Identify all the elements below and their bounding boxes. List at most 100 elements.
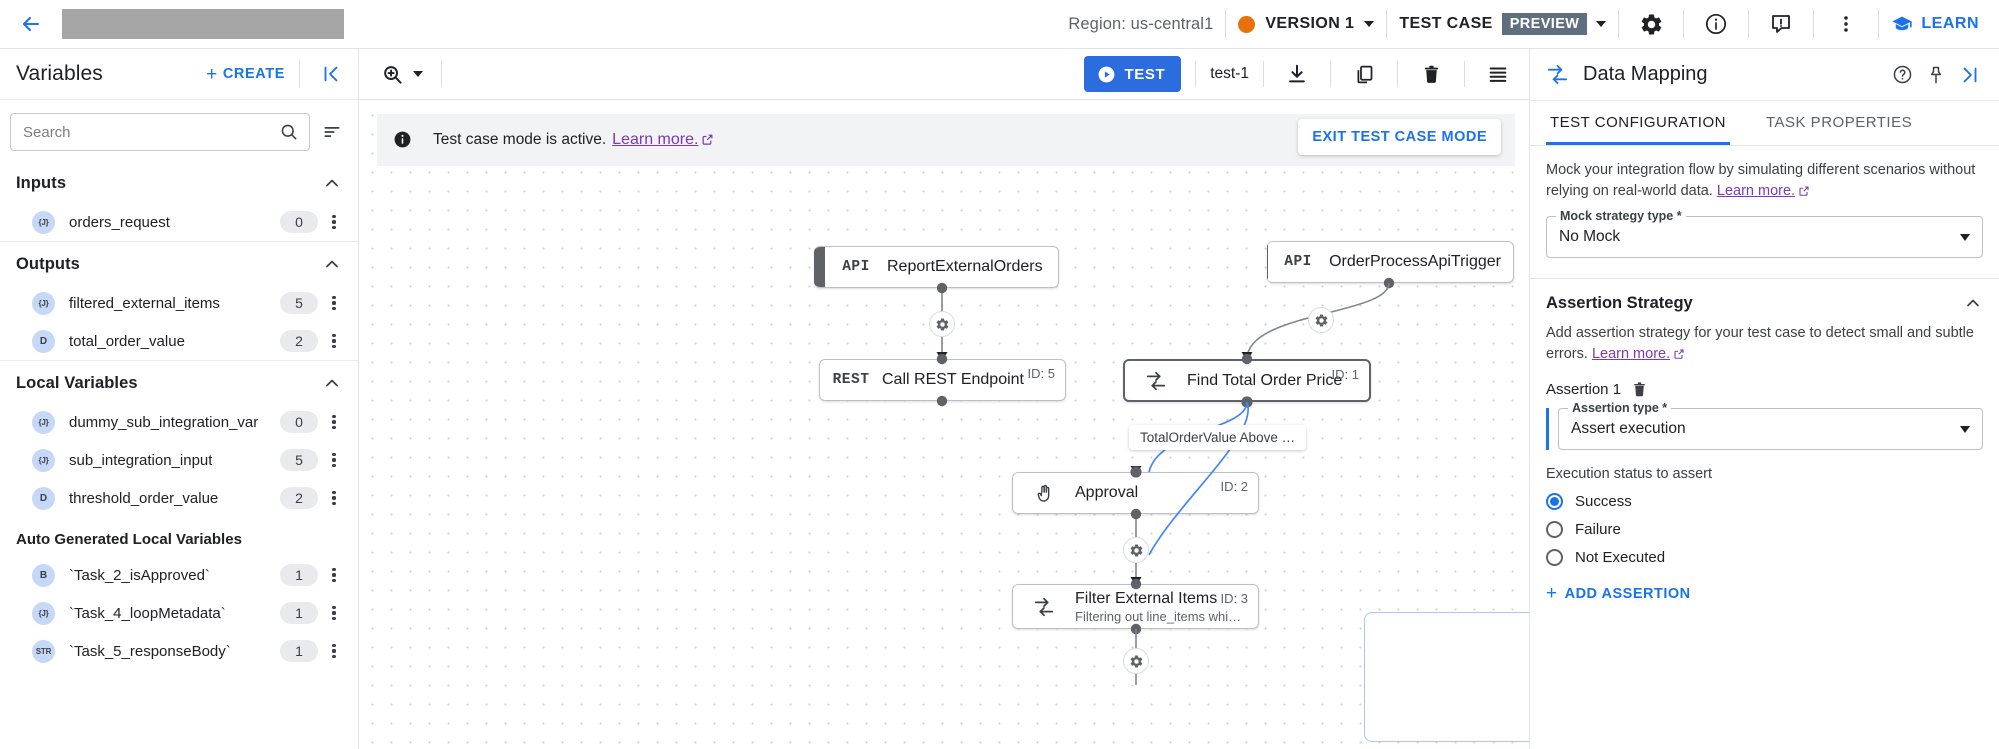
section-header-local-variables[interactable]: Local Variables <box>0 361 358 403</box>
radio-option-success[interactable]: Success <box>1546 493 1983 511</box>
help-icon[interactable] <box>1885 58 1919 92</box>
node-find-total-order-price[interactable]: Find Total Order Price ID: 1 <box>1123 359 1371 402</box>
selected-region-card[interactable] <box>1364 612 1529 742</box>
node-report-external-orders[interactable]: API ReportExternalOrders <box>814 246 1059 288</box>
data-mapping-icon <box>1125 370 1187 392</box>
list-item[interactable]: {J} sub_integration_input 5 <box>0 441 358 479</box>
version-selector[interactable]: VERSION 1 <box>1238 15 1375 33</box>
test-button[interactable]: TEST <box>1084 56 1182 92</box>
node-body: OrderProcessApiTrigger <box>1329 253 1513 271</box>
list-item[interactable]: {J} orders_request 0 <box>0 203 358 241</box>
search-box[interactable] <box>10 113 310 151</box>
node-id-label: ID: 3 <box>1220 591 1248 606</box>
trash-icon[interactable] <box>1631 381 1648 398</box>
gear-icon[interactable] <box>1631 4 1671 44</box>
row-more-icon[interactable] <box>322 291 346 315</box>
search-input[interactable] <box>23 123 279 141</box>
divider <box>1330 61 1331 87</box>
back-arrow-icon[interactable] <box>14 7 48 41</box>
mock-learn-more-link[interactable]: Learn more. <box>1717 183 1810 199</box>
edge-gear-icon[interactable] <box>1123 537 1149 563</box>
test-case-name[interactable]: test-1 <box>1210 65 1249 82</box>
variable-name: sub_integration_input <box>69 451 213 469</box>
list-item[interactable]: B `Task_2_isApproved` 1 <box>0 556 358 594</box>
section-title: Inputs <box>16 173 67 192</box>
tab-task-properties[interactable]: TASK PROPERTIES <box>1765 114 1913 131</box>
variables-section-inputs: Inputs {J} orders_request 0 <box>0 161 358 242</box>
preview-badge: PREVIEW <box>1501 13 1588 35</box>
canvas-toolbar: TEST test-1 <box>359 49 1529 100</box>
banner-text: Test case mode is active. <box>433 131 607 148</box>
assertion-row-header: Assertion 1 <box>1546 381 1983 398</box>
assertion-learn-more-link[interactable]: Learn more. <box>1592 346 1685 362</box>
list-icon[interactable] <box>1479 55 1517 93</box>
row-more-icon[interactable] <box>322 210 346 234</box>
exit-test-case-mode-button[interactable]: EXIT TEST CASE MODE <box>1298 119 1501 155</box>
test-case-label: TEST CASE <box>1399 15 1493 32</box>
mock-strategy-select[interactable]: Mock strategy type * No Mock <box>1546 209 1983 259</box>
chevron-up-icon <box>1963 293 1983 313</box>
banner-learn-more-link[interactable]: Learn more. <box>612 131 714 149</box>
sort-icon[interactable] <box>318 118 346 146</box>
chevron-down-icon <box>1960 425 1970 433</box>
zoom-control[interactable] <box>377 63 427 86</box>
feedback-icon[interactable] <box>1761 4 1801 44</box>
section-title: Local Variables <box>16 373 138 392</box>
download-icon[interactable] <box>1278 55 1316 93</box>
chevron-down-icon <box>413 71 423 77</box>
section-header-outputs[interactable]: Outputs <box>0 242 358 284</box>
variable-count: 1 <box>280 640 318 662</box>
list-item[interactable]: {J} filtered_external_items 5 <box>0 284 358 322</box>
canvas-column: TEST test-1 <box>359 49 1529 749</box>
variables-list[interactable]: Inputs {J} orders_request 0 <box>0 161 358 749</box>
add-assertion-button[interactable]: + ADD ASSERTION <box>1546 584 1691 603</box>
list-item[interactable]: {J} dummy_sub_integration_var 0 <box>0 403 358 441</box>
row-more-icon[interactable] <box>322 410 346 434</box>
assertion-strategy-header[interactable]: Assertion Strategy <box>1546 293 1983 313</box>
row-more-icon[interactable] <box>322 639 346 663</box>
edge-gear-icon[interactable] <box>1123 648 1149 674</box>
node-filter-external-items[interactable]: Filter External Items Filtering out line… <box>1012 584 1259 629</box>
variable-name: orders_request <box>69 213 170 231</box>
delete-icon[interactable] <box>1412 55 1450 93</box>
row-more-icon[interactable] <box>322 601 346 625</box>
section-header-inputs[interactable]: Inputs <box>0 161 358 203</box>
radio-label: Not Executed <box>1575 549 1666 567</box>
pin-icon[interactable] <box>1919 58 1953 92</box>
radio-option-failure[interactable]: Failure <box>1546 521 1983 539</box>
create-variable-button[interactable]: + CREATE <box>206 65 285 84</box>
workflow-canvas[interactable]: Test case mode is active. Learn more. EX… <box>359 100 1529 749</box>
row-more-icon[interactable] <box>322 563 346 587</box>
list-item[interactable]: D threshold_order_value 2 <box>0 479 358 517</box>
row-more-icon[interactable] <box>322 448 346 472</box>
assertion-type-select[interactable]: Assertion type * Assert execution <box>1558 401 1983 451</box>
play-icon <box>1097 65 1116 84</box>
node-call-rest-endpoint[interactable]: REST Call REST Endpoint ID: 5 <box>819 359 1066 401</box>
copy-icon[interactable] <box>1345 55 1383 93</box>
list-item[interactable]: {J} `Task_4_loopMetadata` 1 <box>0 594 358 632</box>
info-icon[interactable] <box>1696 4 1736 44</box>
node-order-process-api-trigger[interactable]: API OrderProcessApiTrigger <box>1267 241 1514 283</box>
collapse-left-icon[interactable] <box>314 57 348 91</box>
collapse-right-icon[interactable] <box>1953 58 1987 92</box>
edge-gear-icon[interactable] <box>929 311 955 337</box>
divider <box>441 61 442 87</box>
section-title: Outputs <box>16 254 80 273</box>
row-more-icon[interactable] <box>322 486 346 510</box>
divider <box>1530 278 1999 280</box>
divider <box>1263 61 1264 87</box>
node-approval[interactable]: Approval ID: 2 <box>1012 472 1259 514</box>
learn-icon <box>1892 16 1913 31</box>
tab-test-configuration[interactable]: TEST CONFIGURATION <box>1546 101 1730 145</box>
edge-gear-icon[interactable] <box>1308 307 1334 333</box>
learn-button[interactable]: LEARN <box>1891 13 1985 35</box>
row-more-icon[interactable] <box>322 329 346 353</box>
list-item[interactable]: STR `Task_5_responseBody` 1 <box>0 632 358 670</box>
radio-icon <box>1546 549 1563 567</box>
radio-option-not-executed[interactable]: Not Executed <box>1546 549 1983 567</box>
edge-label: TotalOrderValue Above … <box>1129 425 1307 450</box>
test-case-selector[interactable]: TEST CASE PREVIEW <box>1399 13 1607 35</box>
more-vert-icon[interactable] <box>1826 4 1866 44</box>
plus-icon: + <box>1546 583 1558 605</box>
list-item[interactable]: D total_order_value 2 <box>0 322 358 360</box>
